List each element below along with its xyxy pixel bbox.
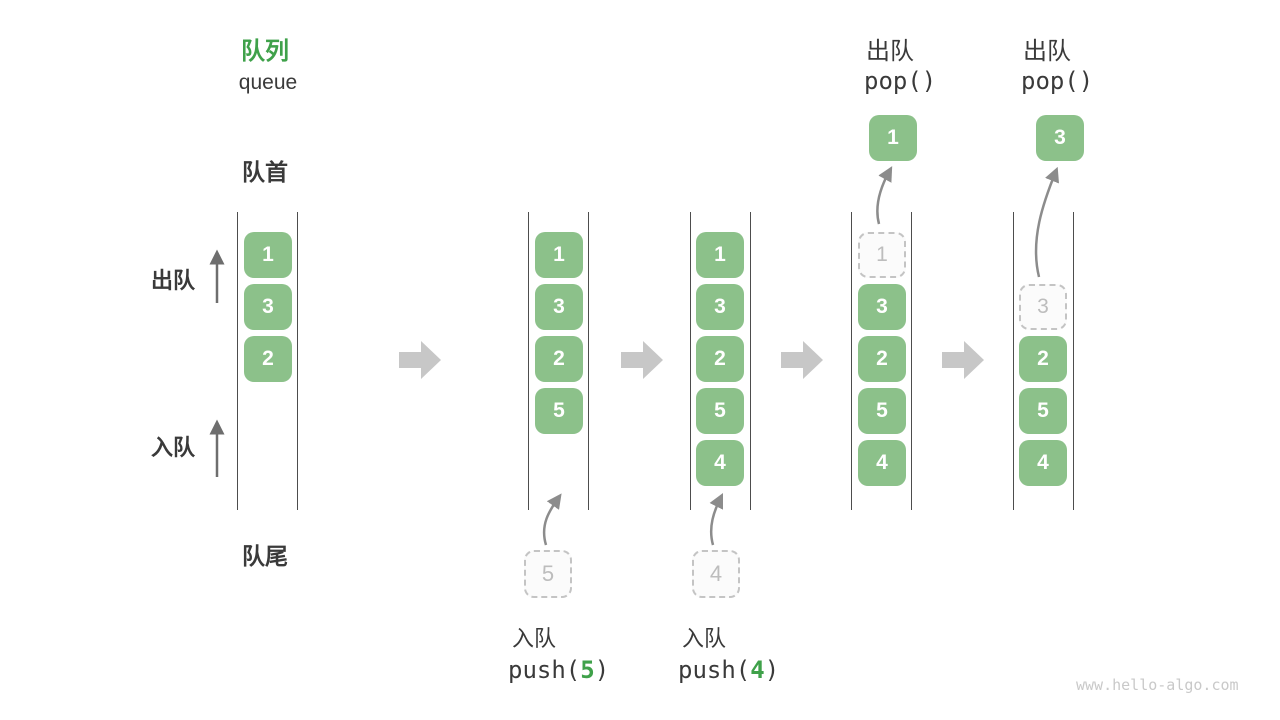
watermark: www.hello-algo.com: [1076, 676, 1239, 694]
push-code: push(5): [508, 656, 609, 684]
push-arg: 5: [580, 656, 595, 684]
push-code: push(4): [678, 656, 779, 684]
queue-item: 3: [535, 284, 583, 330]
queue-item: 2: [535, 336, 583, 382]
push-fn: push(: [508, 656, 581, 684]
label-queue-rear: 队尾: [242, 543, 288, 569]
queue-container-2: [528, 212, 589, 510]
queue-item: 5: [535, 388, 583, 434]
block-arrow-icon: [621, 341, 663, 379]
queue-item: 2: [244, 336, 292, 382]
push-close: ): [764, 656, 780, 684]
incoming-item: 5: [524, 550, 572, 598]
queue-item: 1: [244, 232, 292, 278]
queue-item: 5: [1019, 388, 1067, 434]
push-arg: 4: [750, 656, 765, 684]
ghost-item: 3: [1019, 284, 1067, 330]
queue-item: 2: [1019, 336, 1067, 382]
queue-item: 5: [696, 388, 744, 434]
push-close: ): [594, 656, 610, 684]
queue-container-3: [690, 212, 751, 510]
queue-item: 3: [696, 284, 744, 330]
pop-label-zh: 出队: [1023, 38, 1071, 65]
popped-item: 1: [869, 115, 917, 161]
popped-item: 3: [1036, 115, 1084, 161]
queue-item: 2: [696, 336, 744, 382]
block-arrow-icon: [942, 341, 984, 379]
queue-item: 1: [696, 232, 744, 278]
queue-container-5: [1013, 212, 1074, 510]
diagram-title-en: queue: [238, 71, 298, 94]
push-fn: push(: [678, 656, 751, 684]
label-dequeue-side: 出队: [151, 268, 196, 293]
queue-container-4: [851, 212, 912, 510]
queue-item: 4: [1019, 440, 1067, 486]
queue-item: 5: [858, 388, 906, 434]
queue-item: 4: [858, 440, 906, 486]
ghost-item: 1: [858, 232, 906, 278]
push-label-zh: 入队: [512, 626, 557, 651]
queue-container-1: [237, 212, 298, 510]
pop-label-zh: 出队: [866, 38, 914, 65]
queue-item: 3: [858, 284, 906, 330]
push-label-zh: 入队: [682, 626, 727, 651]
queue-item: 4: [696, 440, 744, 486]
label-queue-front: 队首: [242, 159, 288, 185]
block-arrow-icon: [781, 341, 823, 379]
label-enqueue-side: 入队: [151, 435, 196, 460]
queue-item: 2: [858, 336, 906, 382]
pop-code: pop(): [1021, 67, 1094, 95]
pop-code: pop(): [864, 67, 937, 95]
incoming-item: 4: [692, 550, 740, 598]
queue-item: 1: [535, 232, 583, 278]
queue-item: 3: [244, 284, 292, 330]
block-arrow-icon: [399, 341, 441, 379]
diagram-title-zh: 队列: [241, 38, 289, 65]
